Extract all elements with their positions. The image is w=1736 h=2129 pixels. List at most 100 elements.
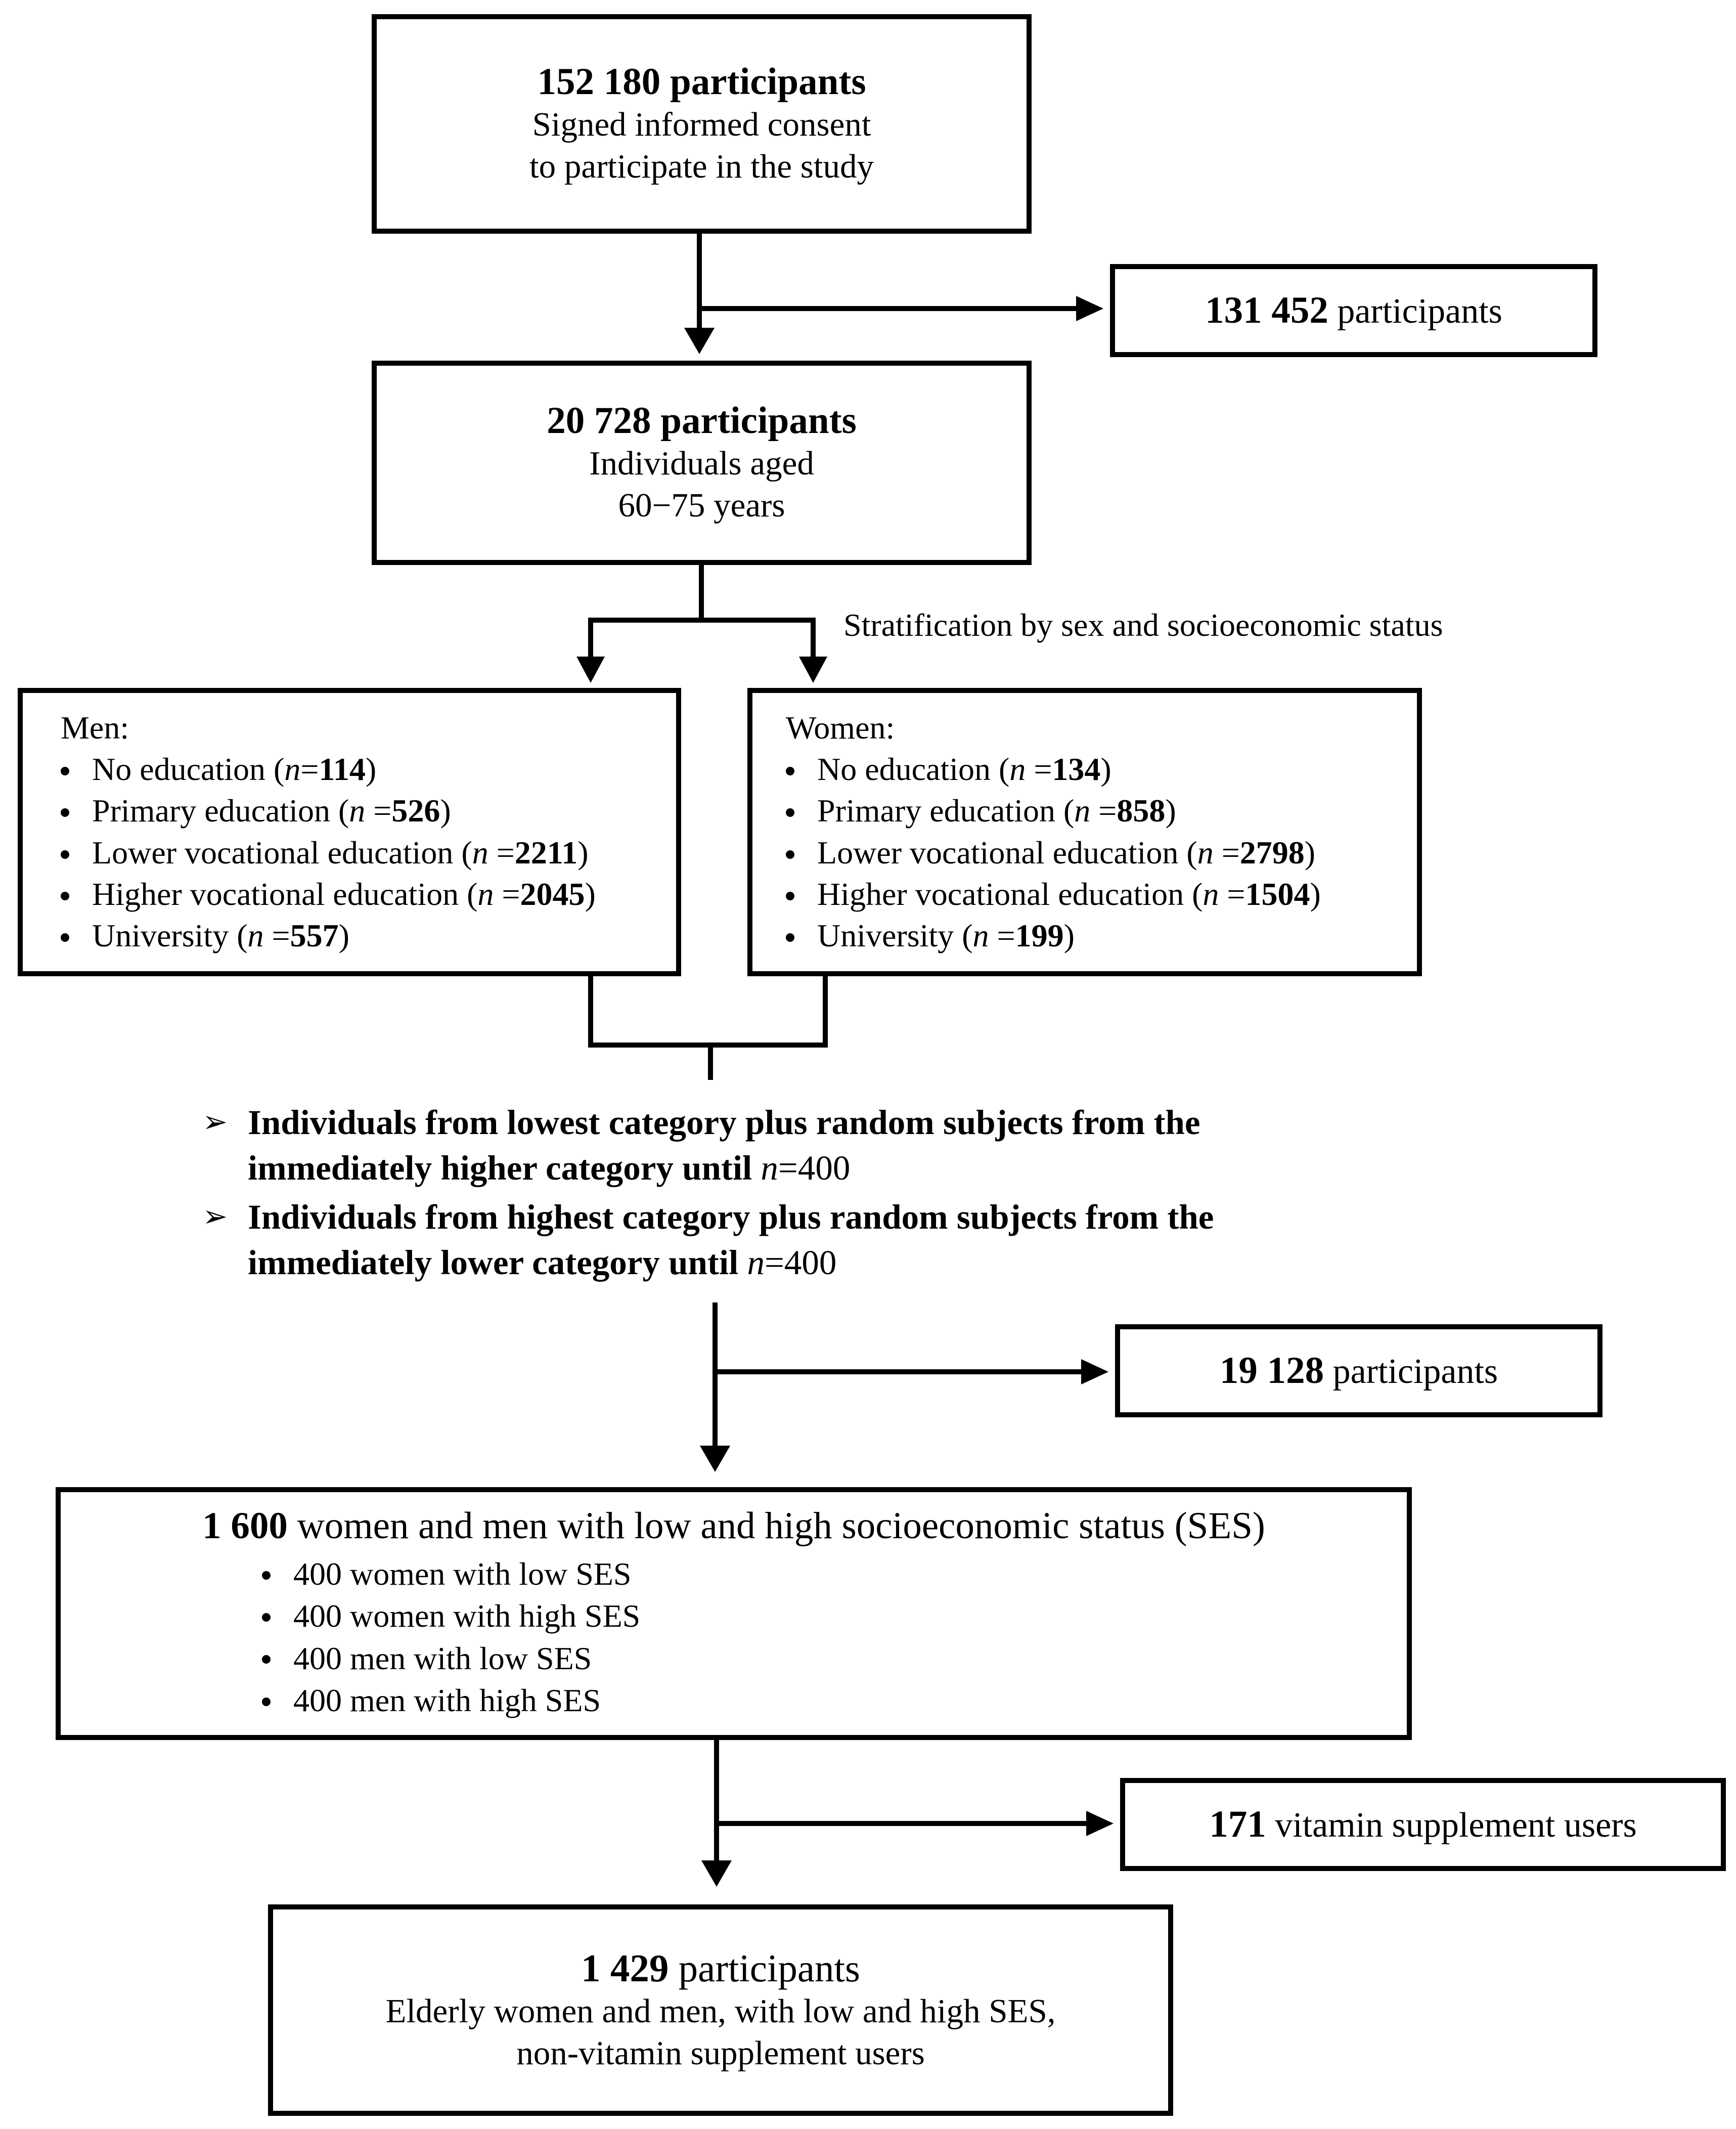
excluded-1-count: 131 452	[1205, 289, 1328, 331]
arrowhead-right-2	[1081, 1359, 1108, 1384]
criteria-tail: =400	[778, 1148, 851, 1187]
women-list-item: Higher vocational education (n =1504)	[786, 874, 1417, 915]
women-item-n: n	[1203, 876, 1219, 912]
men-item-n: n	[349, 793, 366, 829]
women-item-close: )	[1304, 834, 1316, 871]
criteria-line-1: Individuals from highest category plus r…	[248, 1198, 1214, 1237]
criteria-line-2: immediately higher category until n=400	[248, 1146, 1214, 1191]
women-item-label: Lower vocational education (	[817, 834, 1197, 871]
men-item-label: No education (	[92, 751, 285, 788]
women-item-n: n	[972, 918, 989, 954]
women-list-item: University (n =199)	[786, 915, 1417, 957]
women-item-label: Higher vocational education (	[817, 876, 1203, 912]
women-list: No education (n =134)Primary education (…	[786, 749, 1417, 957]
arrowhead-down-2	[700, 1446, 730, 1472]
men-item-value: 557	[290, 918, 339, 954]
aged-line-2: 60−75 years	[618, 487, 785, 525]
criteria-n: n	[761, 1148, 778, 1187]
arrowhead-down-split-right	[799, 657, 827, 683]
men-item-eq: =	[488, 834, 515, 871]
arrowhead-down-1	[684, 328, 715, 354]
women-item-close: )	[1063, 918, 1075, 954]
women-item-n: n	[1197, 834, 1214, 871]
men-item-value: 2045	[520, 876, 585, 912]
ses-list-item: 400 women with low SES	[262, 1553, 1407, 1595]
ses-count: 1 600	[202, 1505, 288, 1547]
men-list-item: Primary education (n =526)	[61, 790, 676, 832]
women-item-value: 199	[1015, 918, 1064, 954]
excluded-1-text: 131 452 participants	[1205, 289, 1502, 332]
aged-count: 20 728 participants	[547, 399, 857, 442]
ses-list-item: 400 women with high SES	[262, 1595, 1407, 1637]
excluded-2-count: 19 128	[1219, 1350, 1324, 1392]
box-excluded-2: 19 128 participants	[1115, 1324, 1603, 1417]
men-list-item: No education (n=114)	[61, 749, 676, 790]
excluded-2-label: participants	[1332, 1352, 1498, 1391]
women-list-item: No education (n =134)	[786, 749, 1417, 790]
women-item-value: 134	[1052, 751, 1101, 788]
excluded-3-text: 171 vitamin supplement users	[1209, 1803, 1636, 1846]
men-item-value: 2211	[514, 834, 578, 871]
men-item-n: n	[284, 751, 301, 788]
men-item-n: n	[477, 876, 494, 912]
ses-list-item: 400 men with high SES	[262, 1679, 1407, 1721]
men-item-eq: =	[300, 751, 319, 788]
men-item-close: )	[365, 751, 377, 788]
women-list-item: Lower vocational education (n =2798)	[786, 832, 1417, 874]
initial-line-2: to participate in the study	[529, 148, 874, 186]
criteria-item: ➢ Individuals from lowest category plus r…	[202, 1100, 1214, 1191]
arrowhead-down-split-left	[576, 657, 605, 683]
men-list: No education (n=114)Primary education (n…	[61, 749, 676, 957]
women-item-eq: =	[1213, 834, 1240, 871]
excluded-3-count: 171	[1209, 1803, 1266, 1845]
women-list-item: Primary education (n =858)	[786, 790, 1417, 832]
box-ses-selection: 1 600 women and men with low and high so…	[56, 1487, 1412, 1740]
initial-line-1: Signed informed consent	[532, 106, 871, 144]
men-item-close: )	[440, 793, 451, 829]
criteria-line-1: Individuals from lowest category plus ra…	[248, 1103, 1200, 1142]
men-item-close: )	[585, 876, 596, 912]
box-aged-participants: 20 728 participants Individuals aged 60−…	[372, 361, 1032, 565]
ses-list-item: 400 men with low SES	[262, 1637, 1407, 1679]
stratification-label: Stratification by sex and socioeconomic …	[843, 607, 1443, 643]
men-header: Men:	[61, 710, 129, 746]
box-men: Men: No education (n=114)Primary educati…	[18, 688, 681, 976]
women-item-eq: =	[989, 918, 1015, 954]
selection-criteria: ➢ Individuals from lowest category plus r…	[202, 1100, 1214, 1290]
criteria-tail: =400	[765, 1243, 837, 1282]
criteria-n: n	[747, 1243, 765, 1282]
women-item-eq: =	[1026, 751, 1052, 788]
box-excluded-3: 171 vitamin supplement users	[1120, 1778, 1726, 1871]
women-item-close: )	[1165, 793, 1176, 829]
criteria-line-2-text: immediately higher category until	[248, 1148, 761, 1187]
arrowhead-right-3	[1086, 1811, 1114, 1836]
box-excluded-1: 131 452 participants	[1110, 264, 1597, 357]
final-title: 1 429 participants	[581, 1946, 860, 1991]
ses-title-text: women and men with low and high socioeco…	[297, 1505, 1265, 1547]
women-item-label: Primary education (	[817, 793, 1075, 829]
men-item-label: Lower vocational education (	[92, 834, 472, 871]
men-item-eq: =	[494, 876, 520, 912]
men-item-eq: =	[263, 918, 290, 954]
arrowhead-bullet-icon: ➢	[202, 1200, 228, 1234]
women-item-eq: =	[1090, 793, 1117, 829]
final-count: 1 429	[581, 1946, 669, 1990]
men-item-close: )	[338, 918, 349, 954]
women-item-close: )	[1310, 876, 1321, 912]
men-list-item: Lower vocational education (n =2211)	[61, 832, 676, 874]
women-item-value: 2798	[1239, 834, 1305, 871]
aged-line-1: Individuals aged	[589, 445, 814, 483]
arrowhead-bullet-icon: ➢	[202, 1105, 228, 1139]
excluded-3-label: vitamin supplement users	[1275, 1806, 1637, 1845]
men-list-item: Higher vocational education (n =2045)	[61, 874, 676, 915]
women-item-n: n	[1074, 793, 1091, 829]
criteria-line-2: immediately lower category until n=400	[248, 1240, 1214, 1286]
criteria-line-2-text: immediately lower category until	[248, 1243, 747, 1282]
men-item-n: n	[472, 834, 488, 871]
final-count-label: participants	[678, 1946, 860, 1990]
women-header: Women:	[786, 710, 895, 746]
men-item-label: University (	[92, 918, 248, 954]
box-initial-participants: 152 180 participants Signed informed con…	[372, 14, 1032, 234]
